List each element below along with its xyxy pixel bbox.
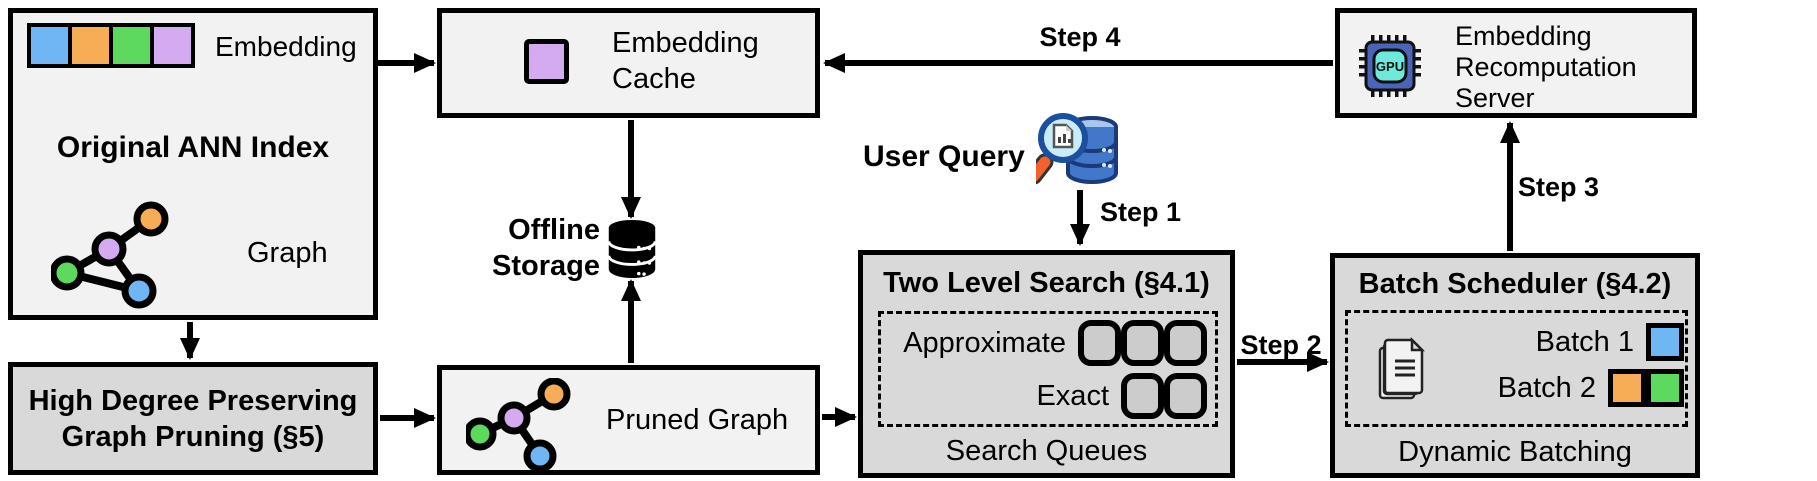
queue-slot xyxy=(1164,373,1207,419)
queue-slot xyxy=(1121,320,1164,366)
original-ann-index-title: Original ANN Index xyxy=(56,131,330,164)
step3-label: Step 3 xyxy=(1518,172,1600,202)
batch1-row: Batch 1 xyxy=(1458,323,1684,361)
pruned-graph-label: Pruned Graph xyxy=(606,404,789,436)
pruned-graph-box: Pruned Graph xyxy=(437,365,820,475)
step4-label: Step 4 xyxy=(1039,22,1121,52)
step2-label: Step 2 xyxy=(1240,330,1322,360)
embedding-vector-strip xyxy=(27,23,195,68)
dynamic-batching-region: Batch 1 Batch 2 xyxy=(1345,310,1688,427)
database-icon xyxy=(607,219,657,279)
queue-slot xyxy=(1121,373,1164,419)
step1-label: Step 1 xyxy=(1100,197,1182,227)
batch2-row: Batch 2 xyxy=(1458,369,1684,407)
documents-icon xyxy=(1378,336,1426,400)
two-level-search-box: Two Level Search (§4.1) Approximate Exac… xyxy=(858,250,1235,478)
batch2-green-square xyxy=(1646,369,1684,407)
graph-pruning-title-line1: High Degree Preserving xyxy=(28,384,358,417)
embedding-cache-box: Embedding Cache xyxy=(437,8,820,118)
batch-scheduler-title: Batch Scheduler (§4.2) xyxy=(1358,268,1672,300)
exact-label: Exact xyxy=(1036,379,1109,412)
user-query-label: User Query xyxy=(863,140,1025,173)
graph-pruning-box: High Degree Preserving Graph Pruning (§5… xyxy=(8,362,378,475)
batch2-label: Batch 2 xyxy=(1497,371,1596,404)
pruned-graph-icon xyxy=(466,378,571,472)
embedding-cell-purple xyxy=(154,27,191,64)
graph-icon xyxy=(51,201,169,309)
embedding-label: Embedding xyxy=(215,31,357,62)
two-level-search-title: Two Level Search (§4.1) xyxy=(883,267,1210,299)
search-queues-region: Approximate Exact xyxy=(878,311,1218,427)
batch2-orange-square xyxy=(1608,369,1646,407)
embedding-cell-blue xyxy=(31,27,68,64)
queue-slot xyxy=(1078,320,1121,366)
offline-storage-label: Offline Storage xyxy=(492,214,600,282)
embedding-cell-orange xyxy=(72,27,109,64)
original-ann-index-box: Embedding Original ANN Index Graph xyxy=(8,8,378,320)
gpu-chip-icon: GPU xyxy=(1359,35,1421,97)
recomputation-server-label: Embedding Recomputation Server xyxy=(1455,21,1637,113)
graph-pruning-title-line2: Graph Pruning (§5) xyxy=(61,420,325,453)
batch1-blue-square xyxy=(1646,323,1684,361)
embedding-cache-label: Embedding Cache xyxy=(612,27,759,95)
queue-slot xyxy=(1164,320,1207,366)
embedding-cell-green xyxy=(113,27,150,64)
approximate-label: Approximate xyxy=(903,326,1066,359)
batch-rows: Batch 1 Batch 2 xyxy=(1458,317,1684,407)
cached-embedding-square xyxy=(524,39,569,84)
gpu-chip-label: GPU xyxy=(1376,59,1404,74)
graph-label: Graph xyxy=(247,237,328,269)
query-search-database-icon xyxy=(1036,113,1118,185)
search-queues-label: Search Queues xyxy=(945,435,1148,467)
approximate-queue-row: Approximate xyxy=(881,320,1215,366)
dynamic-batching-label: Dynamic Batching xyxy=(1398,436,1632,468)
recomputation-server-box: GPU Embedding Recomputation Server xyxy=(1335,8,1697,118)
batch1-label: Batch 1 xyxy=(1535,325,1634,358)
batch-scheduler-box: Batch Scheduler (§4.2) Batch 1 xyxy=(1330,253,1700,478)
exact-queue-row: Exact xyxy=(881,373,1215,419)
